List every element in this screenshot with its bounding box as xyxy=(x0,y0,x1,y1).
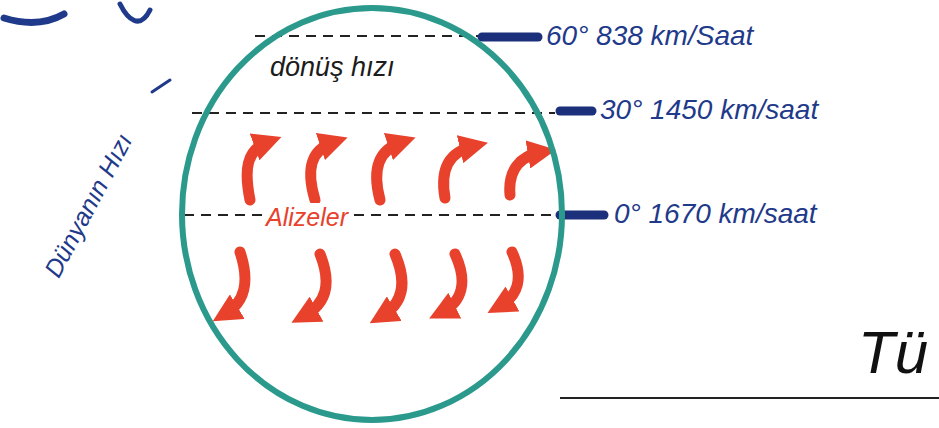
speed-value: 60° 838 km/Saat xyxy=(546,20,753,52)
trade-wind-arrows xyxy=(225,142,542,316)
underline xyxy=(560,397,939,399)
marker xyxy=(560,107,592,116)
latitude-30-line xyxy=(192,112,555,114)
partial-stroke xyxy=(4,14,64,22)
trade-winds-label: Alizeler xyxy=(262,203,352,232)
rotation-speed-label: dönüş hızı xyxy=(270,52,395,83)
partial-heading: Tü xyxy=(858,318,928,387)
latitude-60-line xyxy=(255,35,480,37)
speed-value: 0° 1670 km/saat xyxy=(614,198,817,230)
earth-speed-label: Dünyanın Hızı xyxy=(38,128,138,281)
marker xyxy=(482,33,538,42)
marker xyxy=(560,211,604,220)
dash xyxy=(152,80,170,92)
earth-circle: dönüş hızıAlizeler xyxy=(178,4,566,424)
equator-line xyxy=(184,214,555,216)
speed-value: 30° 1450 km/saat xyxy=(600,94,818,126)
partial-stroke xyxy=(120,4,150,21)
